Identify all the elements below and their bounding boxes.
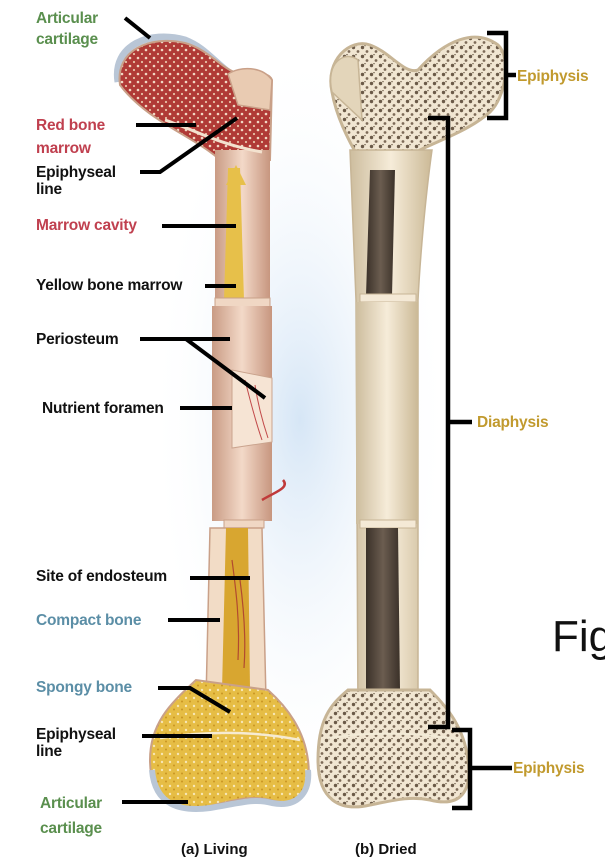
epi-bottom-line1: Epiphyseal	[36, 726, 116, 743]
leader-lines	[122, 16, 267, 804]
epi-bottom-line2: line	[36, 743, 62, 760]
figure-title-fragment: Fig	[552, 612, 605, 661]
compact-bone-label: Compact bone	[36, 612, 142, 629]
red-bone-marrow-label: Red bone marrow	[36, 116, 105, 158]
epi-top-line1: Epiphyseal	[36, 164, 116, 181]
epiphysis-top-label: Epiphysis	[517, 68, 589, 85]
articular-cartilage-bottom-label: Articular cartilage	[40, 794, 102, 838]
living-bone	[113, 33, 312, 812]
caption-dried: (b) Dried	[355, 841, 417, 858]
spongy-bone-label: Spongy bone	[36, 679, 132, 696]
articular-top-line1: Articular	[36, 10, 98, 27]
articular-bottom-line1: Articular	[40, 795, 102, 812]
region-brackets	[428, 30, 516, 811]
epiphyseal-line-bottom-label: Epiphyseal line	[36, 725, 116, 761]
caption-living: (a) Living	[181, 841, 248, 858]
nutrient-foramen-label: Nutrient foramen	[42, 400, 164, 417]
marrow-cavity-label: Marrow cavity	[36, 217, 137, 234]
articular-top-line2: cartilage	[36, 31, 98, 48]
articular-bottom-line2: cartilage	[40, 820, 102, 837]
periosteum-label: Periosteum	[36, 331, 119, 348]
epiphysis-bottom-label: Epiphysis	[513, 760, 585, 777]
dried-bone	[316, 35, 507, 809]
endosteum-label: Site of endosteum	[36, 568, 167, 585]
articular-cartilage-top-label: Articular cartilage	[36, 9, 98, 49]
epi-top-line2: line	[36, 181, 62, 198]
red-marrow-line2: marrow	[36, 140, 91, 157]
diaphysis-label: Diaphysis	[477, 414, 549, 431]
epiphyseal-line-top-label: Epiphyseal line	[36, 163, 116, 199]
red-marrow-line1: Red bone	[36, 117, 106, 134]
yellow-bone-marrow-label: Yellow bone marrow	[36, 277, 183, 294]
